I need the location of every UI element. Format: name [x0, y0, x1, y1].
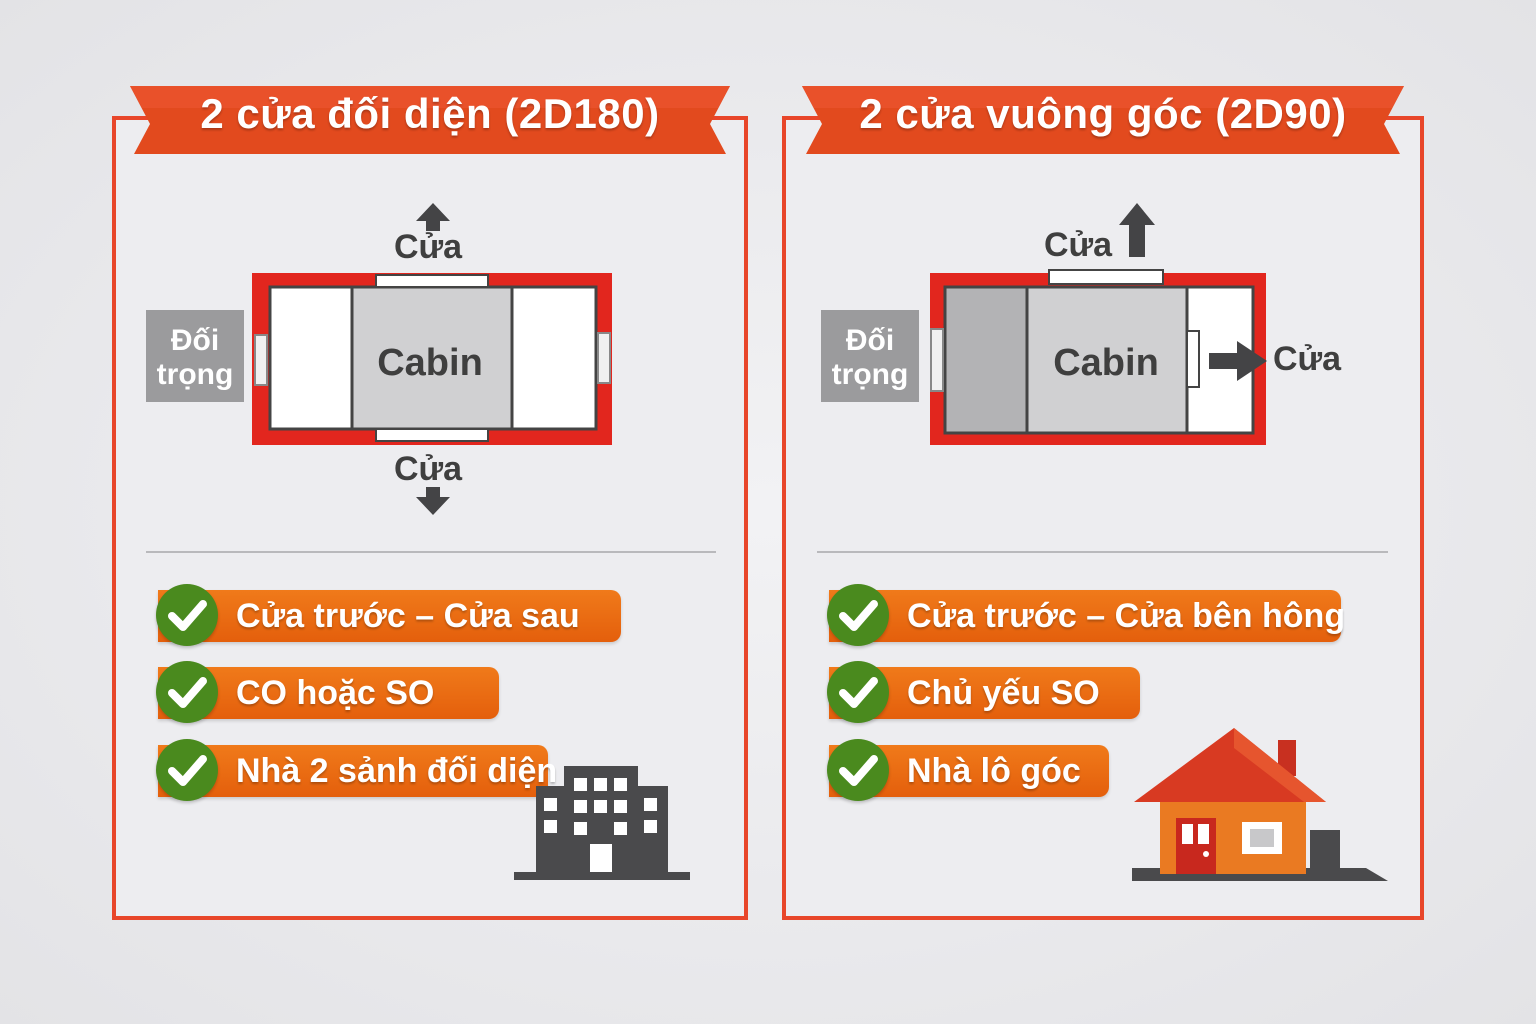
- title-ribbon-2d90: 2 cửa vuông góc (2D90): [802, 78, 1404, 154]
- counterweight-2d180: Đối trọng: [146, 310, 244, 402]
- arrow-down-icon: [416, 487, 450, 515]
- feature-text: Cửa trước – Cửa bên hông: [907, 597, 1346, 635]
- arrow-up-icon: [1119, 203, 1155, 257]
- feature-text: CO hoặc SO: [236, 674, 435, 712]
- door-top-label-2d90: Cửa: [1043, 226, 1113, 264]
- check-icon: [156, 661, 218, 723]
- cabin-label-2d180: Cabin: [377, 342, 483, 384]
- counterweight-line1: Đối: [170, 324, 220, 357]
- check-icon: [156, 739, 218, 801]
- divider-2d90: [817, 551, 1388, 553]
- arrow-right-icon: [1209, 341, 1267, 381]
- title-2d180: 2 cửa đối diện (2D180): [200, 90, 660, 137]
- feature-item-2d180-3: Nhà 2 sảnh đối diện: [156, 739, 557, 801]
- house-icon: [1132, 728, 1388, 881]
- check-icon: [827, 739, 889, 801]
- counterweight-line1: Đối: [845, 324, 895, 357]
- title-ribbon-2d180: 2 cửa đối diện (2D180): [130, 78, 730, 154]
- counterweight-line2: trọng: [831, 358, 909, 391]
- title-2d90: 2 cửa vuông góc (2D90): [859, 90, 1347, 137]
- feature-text: Nhà lô góc: [907, 752, 1081, 790]
- feature-item-2d180-1: Cửa trước – Cửa sau: [156, 584, 621, 646]
- door-top-label-2d180: Cửa: [393, 228, 463, 266]
- check-icon: [827, 661, 889, 723]
- apartment-building-icon: [514, 766, 690, 880]
- feature-item-2d90-2: Chủ yếu SO: [827, 661, 1140, 723]
- check-icon: [827, 584, 889, 646]
- feature-text: Nhà 2 sảnh đối diện: [236, 752, 558, 790]
- door-side-label-2d90: Cửa: [1272, 340, 1342, 378]
- feature-text: Cửa trước – Cửa sau: [236, 597, 580, 635]
- feature-item-2d90-1: Cửa trước – Cửa bên hông: [827, 584, 1345, 646]
- shaft-diagram-2d90: [930, 203, 1267, 445]
- counterweight-2d90: Đối trọng: [821, 310, 919, 402]
- cabin-label-2d90: Cabin: [1053, 342, 1159, 384]
- divider-2d180: [146, 551, 716, 553]
- shaft-diagram-2d180: [252, 203, 612, 515]
- arrow-up-icon: [416, 203, 450, 231]
- feature-text: Chủ yếu SO: [907, 674, 1100, 712]
- check-icon: [156, 584, 218, 646]
- feature-item-2d90-3: Nhà lô góc: [827, 739, 1109, 801]
- counterweight-line2: trọng: [156, 358, 234, 391]
- feature-item-2d180-2: CO hoặc SO: [156, 661, 499, 723]
- door-bottom-label-2d180: Cửa: [393, 450, 463, 488]
